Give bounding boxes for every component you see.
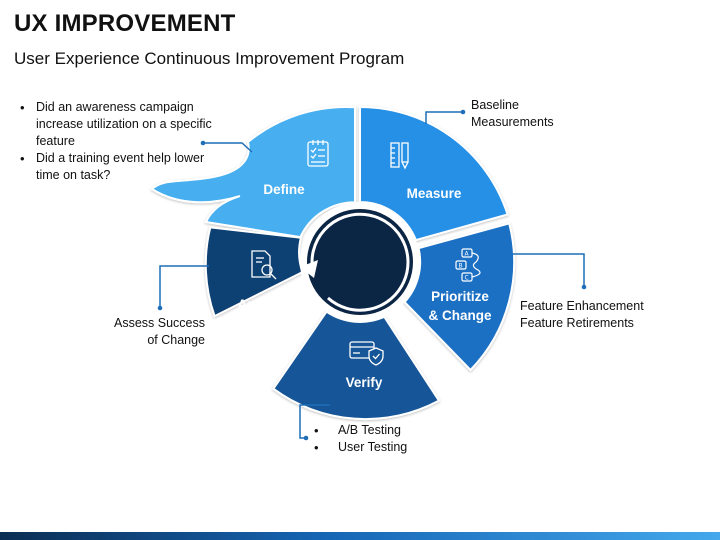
define-notes: Did an awareness campaign increase utili…: [18, 99, 218, 184]
segment-label-prioritize-line1: Prioritize: [431, 289, 489, 304]
page-title: UX IMPROVEMENT: [14, 10, 236, 37]
verify-notes: A/B Testing User Testing: [306, 422, 456, 456]
segment-label-measure: Measure: [407, 186, 462, 201]
verify-note-item: A/B Testing: [306, 422, 456, 439]
abc-flow-icon: [455, 248, 481, 282]
secure-card-icon: [349, 341, 384, 366]
document-search-icon: [251, 250, 277, 280]
svg-text:C: C: [465, 275, 469, 282]
define-note-item: Did an awareness campaign increase utili…: [18, 99, 218, 150]
prioritize-connector: [512, 253, 585, 287]
checklist-icon: [307, 140, 329, 167]
prioritize-note-line: Feature Retirements: [520, 316, 634, 330]
measure-note-line: Measurements: [471, 115, 554, 129]
define-note-item: Did a training event help lower time on …: [18, 150, 218, 184]
analyze-connector: [159, 265, 209, 308]
measure-notes: Baseline Measurements: [471, 97, 621, 131]
segment-label-analyze: Analyze: [237, 297, 289, 312]
measure-connector: [425, 111, 463, 124]
bottom-accent-bar: [0, 532, 720, 540]
segment-label-define: Define: [263, 182, 305, 197]
analyze-note-line: of Change: [147, 333, 205, 347]
prioritize-notes: Feature Enhancement Feature Retirements: [520, 298, 710, 332]
ruler-pencil-icon: [390, 142, 409, 170]
page-subtitle: User Experience Continuous Improvement P…: [14, 49, 405, 68]
verify-note-item: User Testing: [306, 439, 456, 456]
measure-note-line: Baseline: [471, 98, 519, 112]
segment-define: [150, 105, 356, 239]
segment-verify: [272, 310, 441, 420]
abc-flow-letters: ABC: [459, 251, 470, 282]
prioritize-note-line: Feature Enhancement: [520, 299, 644, 313]
analyze-note-line: Assess Success: [113, 316, 205, 330]
cycle-arrow-icon: [300, 212, 410, 312]
segment-analyze: [204, 226, 304, 318]
svg-text:B: B: [459, 263, 463, 270]
segment-label-verify: Verify: [346, 375, 383, 390]
verify-connector: [299, 404, 330, 439]
analyze-notes: Assess Success of Change: [100, 315, 205, 349]
svg-text:A: A: [465, 251, 470, 258]
segment-label-prioritize-line2: & Change: [428, 308, 491, 323]
center-disc: [307, 209, 413, 315]
